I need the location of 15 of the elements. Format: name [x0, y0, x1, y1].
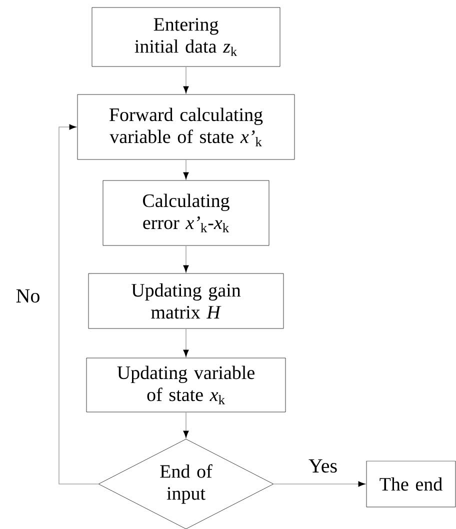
edge-label: Yes — [307, 458, 339, 474]
edge-label: No — [14, 288, 42, 304]
process-box: The end — [366, 460, 456, 508]
arrow — [183, 328, 189, 357]
arrow — [273, 481, 366, 487]
arrow — [183, 159, 189, 180]
process-box: Updating variable of state x$_{k}$ — [86, 358, 286, 412]
process-box: Calculating error x’$_{k}$-x$_{k}$ — [102, 180, 270, 246]
process-box: Forward calculating variable of state x’$_{k}$ — [77, 94, 295, 160]
process-box: Entering initial data z$_{k}$ — [92, 7, 280, 67]
arrow — [58, 124, 99, 484]
arrow — [183, 412, 189, 438]
process-box: Updating gain matrix H — [88, 273, 284, 329]
arrow — [183, 66, 189, 94]
arrow — [183, 245, 189, 272]
